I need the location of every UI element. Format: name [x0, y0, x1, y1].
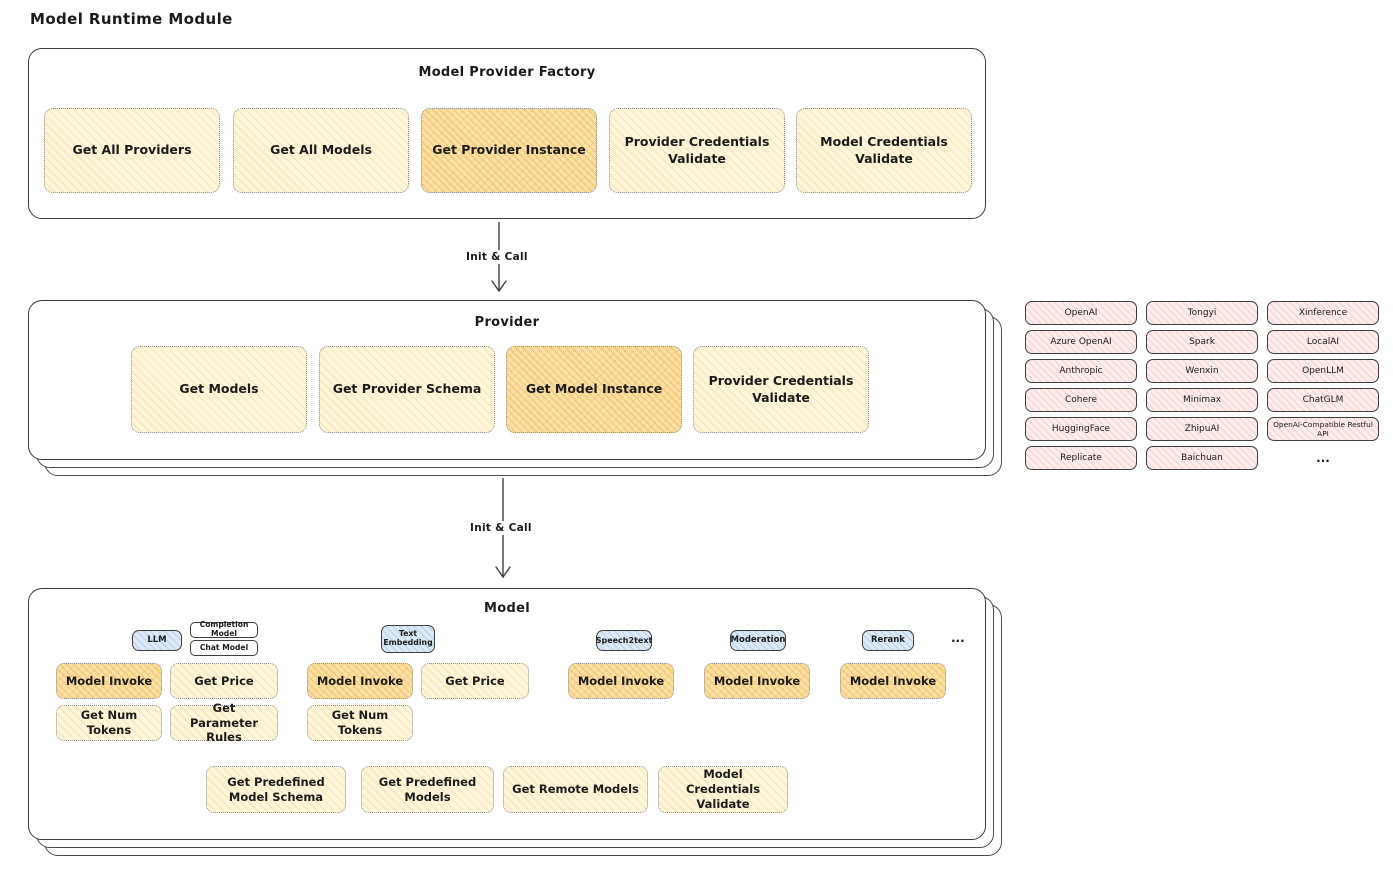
provider-list-ellipsis: ... — [1316, 451, 1330, 465]
provider-chip-baichuan: Baichuan — [1146, 446, 1258, 470]
provider-chip-anthropic: Anthropic — [1025, 359, 1137, 383]
diagram-title: Model Runtime Module — [30, 10, 233, 28]
provider-chip-openai: OpenAI — [1025, 301, 1137, 325]
provider-credentials-validate: Provider Credentials Validate — [693, 346, 869, 433]
factory-model-credentials-validate: Model Credentials Validate — [796, 108, 972, 193]
provider-chip-replicate: Replicate — [1025, 446, 1137, 470]
tab-text-embedding: Text Embedding — [381, 625, 435, 653]
provider-list-col1: OpenAI Azure OpenAI Anthropic Cohere Hug… — [1025, 301, 1137, 470]
llm-get-price: Get Price — [170, 663, 278, 699]
provider-list: OpenAI Azure OpenAI Anthropic Cohere Hug… — [1025, 301, 1379, 470]
provider-title: Provider — [474, 315, 540, 330]
factory-provider-credentials-validate: Provider Credentials Validate — [609, 108, 785, 193]
provider-list-col3: Xinference LocalAI OpenLLM ChatGLM OpenA… — [1267, 301, 1379, 470]
tab-llm: LLM — [132, 630, 182, 651]
tab-completion-model: Completion Model — [190, 620, 258, 638]
provider-chip-cohere: Cohere — [1025, 388, 1137, 412]
model-provider-factory-box: Model Provider Factory Get All Providers… — [28, 48, 986, 219]
arrow2-label: Init & Call — [466, 521, 536, 535]
embedding-get-price: Get Price — [421, 663, 529, 699]
provider-chip-minimax: Minimax — [1146, 388, 1258, 412]
provider-chip-xinference: Xinference — [1267, 301, 1379, 325]
provider-chip-localai: LocalAI — [1267, 330, 1379, 354]
provider-list-col2: Tongyi Spark Wenxin Minimax ZhipuAI Baic… — [1146, 301, 1258, 470]
embedding-model-invoke: Model Invoke — [307, 663, 413, 699]
factory-get-all-providers: Get All Providers — [44, 108, 220, 193]
llm-model-invoke: Model Invoke — [56, 663, 162, 699]
provider-chip-spark: Spark — [1146, 330, 1258, 354]
provider-chip-huggingface: HuggingFace — [1025, 417, 1137, 441]
tab-moderation: Moderation — [730, 630, 786, 651]
factory-title: Model Provider Factory — [418, 65, 596, 80]
provider-chip-azure-openai: Azure OpenAI — [1025, 330, 1137, 354]
provider-get-model-instance: Get Model Instance — [506, 346, 682, 433]
tabs-ellipsis: ... — [951, 631, 965, 645]
model-title: Model — [484, 601, 530, 616]
provider-chip-openai-compatible: OpenAI-Compatible Restful API — [1267, 417, 1379, 441]
embedding-get-num-tokens: Get Num Tokens — [307, 705, 413, 741]
tab-rerank: Rerank — [862, 630, 914, 651]
provider-chip-chatglm: ChatGLM — [1267, 388, 1379, 412]
model-credentials-validate: Model Credentials Validate — [658, 766, 788, 813]
tab-speech2text: Speech2text — [596, 630, 652, 651]
provider-chip-tongyi: Tongyi — [1146, 301, 1258, 325]
llm-get-parameter-rules: Get Parameter Rules — [170, 701, 278, 744]
get-remote-models: Get Remote Models — [503, 766, 648, 813]
moderation-model-invoke: Model Invoke — [704, 663, 810, 699]
get-predefined-model-schema: Get Predefined Model Schema — [206, 766, 346, 813]
provider-chip-wenxin: Wenxin — [1146, 359, 1258, 383]
provider-chip-openllm: OpenLLM — [1267, 359, 1379, 383]
get-predefined-models: Get Predefined Models — [361, 766, 494, 813]
speech2text-model-invoke: Model Invoke — [568, 663, 674, 699]
arrow1-label: Init & Call — [462, 250, 532, 264]
rerank-model-invoke: Model Invoke — [840, 663, 946, 699]
factory-get-provider-instance: Get Provider Instance — [421, 108, 597, 193]
tab-chat-model: Chat Model — [190, 640, 258, 656]
model-box: Model LLM Completion Model Chat Model Te… — [28, 588, 986, 840]
provider-get-provider-schema: Get Provider Schema — [319, 346, 495, 433]
provider-chip-zhipuai: ZhipuAI — [1146, 417, 1258, 441]
provider-get-models: Get Models — [131, 346, 307, 433]
provider-box: Provider Get Models Get Provider Schema … — [28, 300, 986, 460]
llm-get-num-tokens: Get Num Tokens — [56, 705, 162, 741]
factory-get-all-models: Get All Models — [233, 108, 409, 193]
